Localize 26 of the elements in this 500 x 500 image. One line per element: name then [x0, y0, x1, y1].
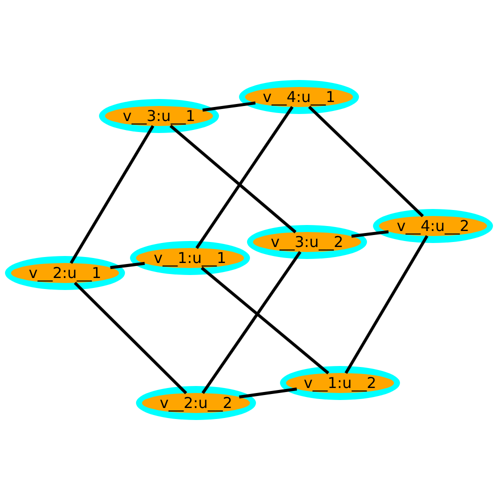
connector-line	[308, 106, 424, 218]
node-label: v__3:u__1	[122, 108, 196, 124]
node-label: v__4:u__1	[262, 90, 336, 104]
node-ellipse	[5, 256, 125, 290]
connector-line	[202, 101, 256, 112]
node-ellipse	[280, 366, 400, 400]
connector-line	[74, 282, 188, 394]
connector-line	[200, 266, 330, 374]
node-label: v__2:u__1	[28, 266, 102, 280]
node-label: v__4:u__2	[396, 218, 470, 234]
node-label: v__1:u__1	[154, 250, 226, 266]
node-ellipse	[99, 99, 219, 133]
node-label: v__1:u__2	[304, 376, 376, 390]
node-ellipse	[373, 209, 493, 243]
connector-line	[195, 106, 294, 249]
node-label: v__3:u__2	[270, 234, 344, 250]
connector-line	[344, 235, 428, 374]
connector-line	[70, 125, 154, 264]
node-ellipse	[136, 386, 256, 420]
connector-line	[170, 124, 296, 234]
connector-line	[202, 251, 302, 394]
node-ellipse	[247, 225, 367, 259]
node-ellipse	[239, 80, 359, 114]
node-ellipse	[130, 241, 250, 275]
node-label: v__2:u__2	[160, 396, 232, 410]
connector-line	[239, 388, 297, 398]
